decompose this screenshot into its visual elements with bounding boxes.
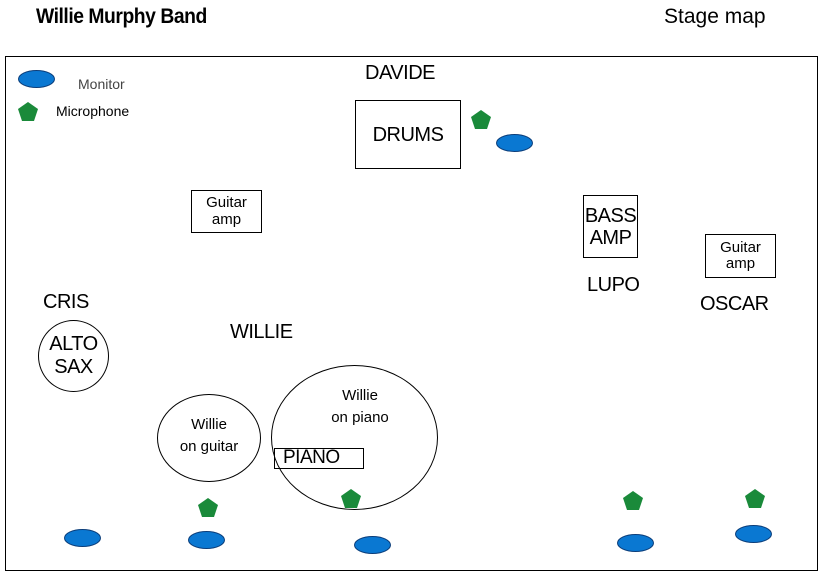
bass-amp-line1: BASS — [584, 204, 637, 227]
microphone-icon — [18, 102, 38, 121]
bass-amp-line2: AMP — [589, 226, 632, 249]
monitor-icon — [64, 529, 101, 547]
monitor-icon — [18, 70, 55, 88]
musician-cris: CRIS — [43, 291, 89, 313]
microphone-icon — [471, 110, 491, 129]
willie-piano-label: Willie on piano — [305, 385, 415, 429]
willie-guitar-line2: on guitar — [179, 437, 239, 455]
guitar-amp-right: Guitar amp — [705, 234, 776, 278]
alto-sax-circle: ALTO SAX — [38, 320, 109, 392]
page-title: Stage map — [664, 5, 766, 28]
stage-area — [5, 56, 818, 571]
microphone-icon — [745, 489, 765, 508]
guitar-amp-left-line1: Guitar — [206, 194, 247, 211]
microphone-icon — [341, 489, 361, 508]
drums-box: DRUMS — [355, 100, 461, 169]
musician-willie: WILLIE — [230, 321, 293, 343]
alto-sax-line2: SAX — [54, 356, 93, 378]
band-title: Willie Murphy Band — [36, 5, 207, 28]
willie-guitar-label: Willie on guitar — [157, 414, 261, 458]
microphone-icon — [198, 498, 218, 517]
monitor-icon — [188, 531, 225, 549]
guitar-amp-left: Guitar amp — [191, 190, 262, 233]
legend-monitor-label: Monitor — [78, 76, 125, 92]
piano-label: PIANO — [283, 447, 340, 469]
guitar-amp-right-line1: Guitar — [720, 238, 761, 256]
piano-box: PIANO — [274, 447, 364, 469]
willie-guitar-line1: Willie — [191, 416, 227, 433]
guitar-amp-right-line2: amp — [725, 255, 756, 272]
legend-microphone-label: Microphone — [56, 103, 130, 119]
microphone-icon — [623, 491, 643, 510]
musician-oscar: OSCAR — [700, 293, 769, 315]
willie-guitar-circle — [157, 394, 261, 482]
monitor-icon — [735, 525, 772, 543]
musician-davide: DAVIDE — [365, 62, 435, 84]
alto-sax-line1: ALTO — [49, 333, 98, 355]
willie-piano-line1: Willie — [342, 387, 378, 404]
monitor-icon — [354, 536, 391, 554]
bass-amp-box: BASS AMP — [583, 195, 638, 258]
willie-piano-circle — [271, 365, 438, 510]
musician-lupo: LUPO — [587, 274, 640, 296]
willie-piano-line2: on piano — [331, 408, 389, 426]
guitar-amp-left-line2: amp — [211, 210, 242, 228]
drums-label: DRUMS — [372, 123, 444, 146]
monitor-icon — [617, 534, 654, 552]
monitor-icon — [496, 134, 533, 152]
